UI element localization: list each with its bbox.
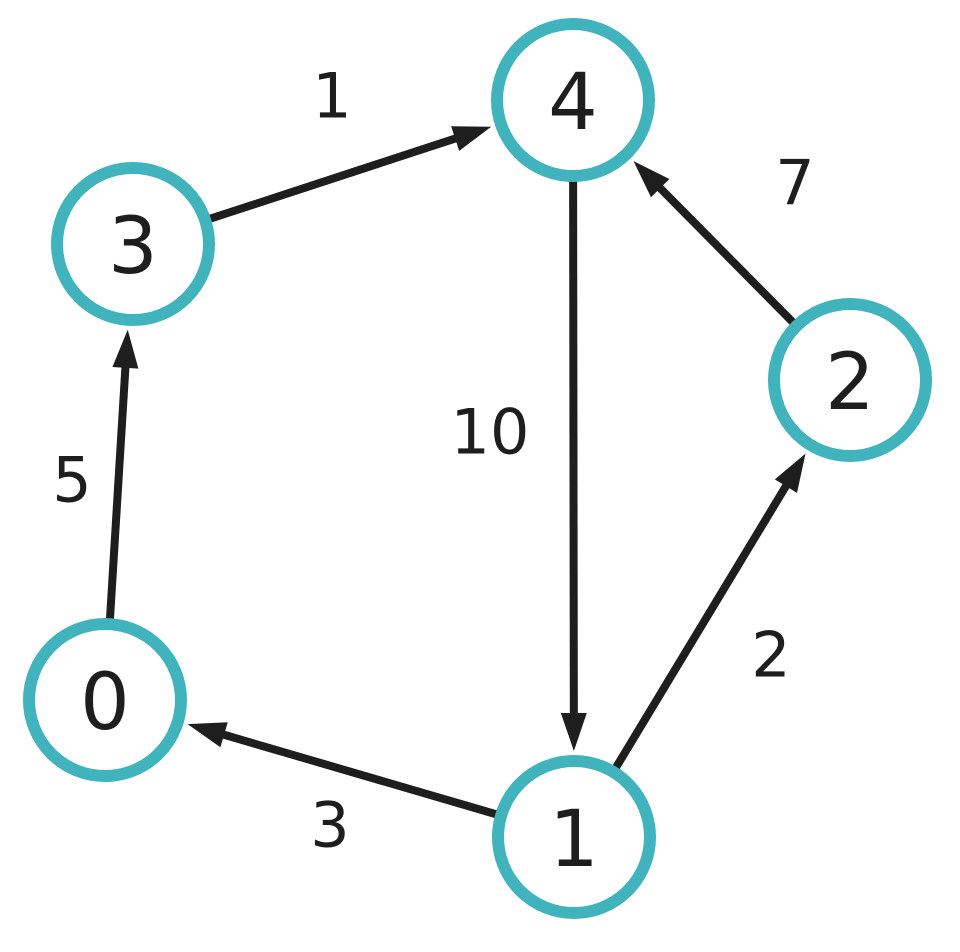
edge-3-to-4 [205, 126, 492, 224]
node-circle [491, 18, 655, 182]
node-label: 3 [108, 202, 158, 292]
edges-layer [105, 126, 806, 819]
edge-line [105, 363, 130, 623]
edge-1-to-2 [610, 453, 806, 773]
edge-1-to-0 [187, 722, 501, 819]
edge-line [219, 729, 501, 819]
node-2: 2 [768, 298, 932, 462]
arrowhead-icon [774, 453, 806, 493]
edge-line [569, 177, 578, 718]
nodes-layer: 0 1 2 3 4 [23, 18, 932, 919]
node-circle [51, 162, 215, 326]
edge-weight-0-to-3: 5 [52, 444, 91, 517]
edge-weight-2-to-4: 7 [775, 147, 814, 220]
node-label: 4 [548, 58, 598, 148]
edge-weight-3-to-4: 1 [312, 60, 351, 133]
edge-line [610, 480, 792, 773]
node-0: 0 [23, 618, 187, 782]
weights-layer: 5 1 10 7 2 3 [52, 60, 814, 862]
arrowhead-icon [187, 722, 228, 748]
arrowhead-icon [560, 713, 587, 751]
edge-line [205, 133, 461, 224]
edge-weight-1-to-2: 2 [751, 619, 790, 692]
node-label: 2 [825, 338, 875, 428]
node-circle [768, 298, 932, 462]
node-label: 1 [549, 795, 599, 885]
node-label: 0 [80, 658, 130, 748]
node-circle [492, 755, 656, 919]
arrowhead-icon [451, 126, 492, 151]
edge-4-to-1 [560, 177, 587, 751]
edge-weight-1-to-0: 3 [310, 789, 349, 862]
node-circle [23, 618, 187, 782]
edge-line [654, 182, 798, 328]
edge-2-to-4 [633, 161, 798, 328]
node-4: 4 [491, 18, 655, 182]
node-3: 3 [51, 162, 215, 326]
node-1: 1 [492, 755, 656, 919]
arrowhead-icon [112, 329, 139, 369]
edge-0-to-3 [105, 329, 139, 623]
edge-weight-4-to-1: 10 [451, 396, 530, 469]
arrowhead-icon [633, 161, 670, 198]
